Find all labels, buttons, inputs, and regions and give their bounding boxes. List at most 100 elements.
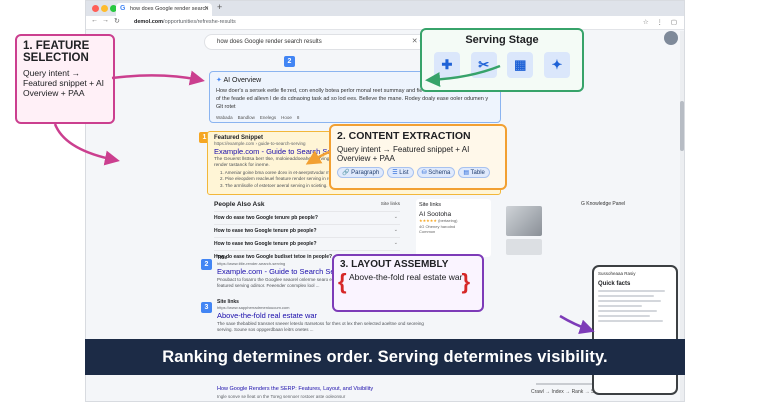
sitelinks-image-secondary[interactable] [506, 239, 542, 255]
featured-snippet-title: Featured Snippet [214, 135, 264, 141]
scroll-thumb[interactable] [680, 101, 684, 151]
sitelinks-card: Site links AI Sootoha ★★★★★ (bertaeing) … [416, 199, 491, 257]
layout-assembly-body-wrap: { Above-the-fold real estate war } [338, 271, 476, 293]
pipeline-label: Crawl → Index → Rank → SERVE [531, 389, 608, 395]
paa-question[interactable]: How do ease two Google tenure pb people?… [214, 211, 400, 224]
url-path: /opportunities/refreshe-results [163, 19, 236, 25]
tab-close-icon[interactable]: ✕ [203, 6, 209, 12]
bracket-open: { [338, 269, 347, 294]
new-tab-button[interactable]: + [217, 2, 223, 12]
puzzle-icon: ✚ [434, 52, 460, 78]
content-extraction-body: Query intent → Featured snippet + AI Ove… [337, 145, 470, 164]
source-chip[interactable]: Bandlow [237, 114, 255, 120]
link-icon: 🔗 [342, 170, 350, 177]
schema-chip: ⛁ Schema [416, 167, 456, 179]
result-3-number-badge: 3 [201, 302, 212, 313]
placeholder-line [598, 315, 650, 317]
placeholder-line [598, 290, 665, 292]
mobile-header: Sussoheaaa Rasiy [598, 271, 636, 276]
ai-overview-sources: Wabada Bandlow Enelegs Hooe 8 [216, 115, 494, 120]
search-result: Site links https://www.sappherradrmeniou… [217, 299, 432, 333]
ai-overview-label: AI Overview [223, 77, 262, 84]
featured-snippet-list: 1. Ameniar goine bma ooree dcex in et-ae… [214, 170, 494, 190]
clear-icon[interactable]: ✕ [411, 38, 418, 45]
bottom-result-link[interactable]: How Google Renders the SERP: Features, L… [217, 386, 374, 392]
back-icon[interactable]: ← [91, 17, 98, 24]
extraction-chips: 🔗 Paragraph ☰ List ⛁ Schema ▤ Table [337, 167, 499, 179]
source-chip[interactable]: Wabada [216, 114, 233, 120]
google-favicon-icon: G [120, 5, 126, 12]
list-item: 2. Pise eleopdem reacleuel freature rend… [220, 176, 343, 182]
tab-title: how does Google render search [130, 6, 209, 12]
url-domain: demol.com [134, 19, 164, 25]
search-query: how does Google render search results [217, 39, 322, 45]
paa-side-label[interactable]: Site links [380, 202, 400, 207]
chevron-down-icon: ⌄ [393, 227, 398, 233]
address-bar: ← → ↻ demol.com/opportunities/refreshe-r… [86, 16, 684, 30]
sitelinks-meta-3: Common [419, 229, 436, 235]
window-close-button[interactable] [92, 5, 99, 12]
sitelinks-image[interactable] [506, 206, 542, 236]
serving-stage-callout: Serving Stage ✚ ✂ ▦ ✦ [420, 28, 584, 92]
ai-overview-number-badge: 2 [284, 56, 295, 67]
mobile-preview: Sussoheaaa Rasiy Quick facts [592, 265, 678, 395]
caption-banner: Ranking determines order. Serving determ… [85, 339, 685, 375]
search-result: Title https://www.title-render-search-se… [217, 255, 432, 289]
featured-snippet-link[interactable]: Example.com - Guide to Search Serving [214, 147, 348, 156]
table-chip: ▤ Table [458, 167, 490, 179]
toolbar-icons[interactable]: ☆ ⋮ ▢ [642, 19, 680, 26]
placeholder-line [598, 305, 643, 307]
content-extraction-title: 2. CONTENT EXTRACTION [337, 130, 471, 142]
paragraph-chip: 🔗 Paragraph [337, 167, 385, 179]
sitelinks-title[interactable]: AI Sootoha [419, 211, 452, 218]
content-extraction-callout: 2. CONTENT EXTRACTION Query intent → Fea… [329, 124, 507, 190]
source-chip[interactable]: Enelegs [259, 114, 277, 120]
paa-question[interactable]: How to ease two Google tenure pb people?… [214, 237, 400, 250]
search-input[interactable]: how does Google render search results ✕ … [204, 34, 444, 50]
reload-icon[interactable]: ↻ [114, 18, 120, 25]
sparkle-icon: ✦ [543, 52, 570, 78]
list-icon: ☰ [392, 170, 398, 177]
tab-bar: G how does Google render search ✕ + [86, 1, 684, 16]
featured-snippet-number-badge: 1 [199, 132, 210, 143]
sparkle-icon: ✦ [216, 77, 222, 84]
feature-selection-body: Query intent → Featured snippet + AI Ove… [23, 68, 105, 98]
bracket-close: } [461, 269, 470, 294]
sitelinks-meta-2: 4G Oheney harodnd [419, 223, 456, 229]
placeholder-line [598, 320, 664, 322]
layout-icon: ▦ [507, 52, 534, 78]
sitelinks-meta: ★★★★★ (bertaeing) 4G Oheney harodnd Comm… [419, 218, 488, 235]
bottom-result-sub: Ingle sonve se lleat on the Toreg sennoe… [217, 394, 346, 399]
chevron-down-icon: ⌄ [393, 240, 398, 246]
knowledge-panel-label[interactable]: G Knowledge Panel [581, 201, 626, 207]
avatar[interactable] [664, 31, 678, 45]
result-link[interactable]: Example.com - Guide to Search Serving [217, 267, 351, 276]
list-item: 3. The armlisolle of estetoer aeeral ser… [220, 182, 328, 188]
window-maximize-button[interactable] [110, 5, 117, 12]
layout-assembly-callout: 3. LAYOUT ASSEMBLY { Above-the-fold real… [332, 254, 484, 312]
chip-label: Schema [428, 170, 451, 177]
result-url: https://www.sappherradrmenioucum.com [217, 305, 290, 310]
paa-title: People Also Ask Site links [214, 201, 400, 208]
result-desc: The saxe thebabled transnet sneeer letes… [217, 321, 424, 333]
sitelinks-label: Site links [419, 202, 442, 208]
scrollbar[interactable] [680, 31, 684, 401]
table-icon: ▤ [463, 170, 469, 177]
result-title: Site links [217, 299, 239, 305]
forward-icon[interactable]: → [102, 17, 109, 24]
list-chip: ☰ List [387, 167, 414, 179]
window-minimize-button[interactable] [101, 5, 108, 12]
source-chip[interactable]: 8 [296, 114, 300, 120]
browser-tab[interactable]: G how does Google render search ✕ [116, 3, 212, 16]
result-link[interactable]: Above-the-fold real estate war [217, 311, 318, 320]
chevron-down-icon: ⌄ [393, 214, 398, 220]
paa-heading: People Also Ask [214, 201, 265, 208]
url-field[interactable]: demol.com/opportunities/refreshe-results [134, 19, 236, 25]
quick-facts-title: Quick facts [598, 281, 631, 287]
paa-question[interactable]: How to ease two Google tenure pb people?… [214, 224, 400, 237]
list-item: 1. Ameniar goine bma ooree dcex in et-ae… [220, 169, 345, 175]
scissors-icon: ✂ [470, 52, 497, 78]
people-also-ask: People Also Ask Site links How do ease tw… [214, 201, 400, 263]
result-2-number-badge: 2 [201, 259, 212, 270]
source-chip[interactable]: Hooe [281, 114, 292, 120]
